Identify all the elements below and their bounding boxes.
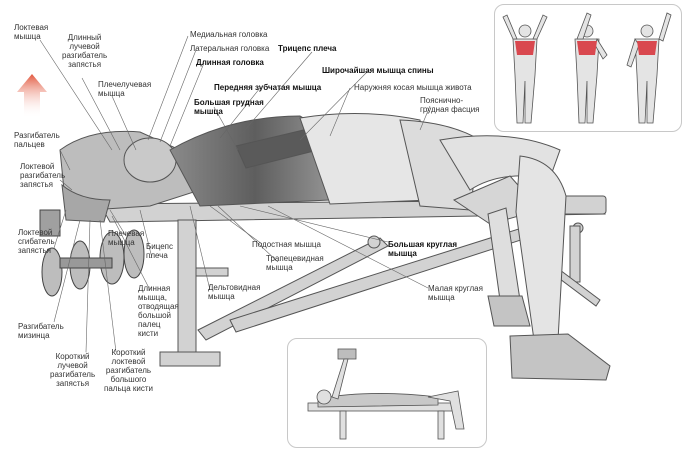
callout-lines: [39, 35, 431, 353]
label-ext-carpi-ulnaris: Локтевой разгибатель запястья: [20, 162, 66, 189]
label-flexor-carpi-ulnaris: Локтевой сгибатель запястья: [18, 228, 55, 255]
label-thoracolumbar-fascia: Пояснично- грудная фасция: [420, 96, 480, 114]
label-deltoid: Дельтовидная мышца: [208, 283, 261, 301]
label-triceps: Трицепс плеча: [278, 44, 337, 53]
label-ext-pollicis-brevis: Короткий локтевой разгибатель большого п…: [104, 348, 153, 393]
label-brachialis: Плечевая мышца: [108, 229, 145, 247]
inset-muscle-map: [494, 4, 682, 132]
label-ulnar-muscle: Локтевая мышца: [14, 23, 49, 41]
label-trapezius: Трапецевидная мышца: [266, 254, 324, 272]
label-biceps: Бицепс плеча: [146, 242, 173, 260]
exercise-small-figure: [307, 348, 465, 440]
label-infraspinatus: Подостная мышца: [252, 240, 321, 249]
highlighted-muscles: [515, 41, 657, 55]
inset-exercise-view: [287, 338, 487, 448]
dumbbell: [39, 209, 145, 297]
label-pectoralis-major: Большая грудная мышца: [194, 98, 264, 116]
muscle-map-figures: [502, 12, 672, 124]
label-external-oblique: Наружняя косая мышца живота: [354, 83, 472, 92]
label-abductor-pollicis-longus: Длинная мышца, отводящая большой палец к…: [138, 284, 179, 338]
label-brachioradialis: Плечелучевая мышца: [98, 80, 152, 98]
label-ext-carpi-radialis-longus: Длинный лучевой разгибатель запястья: [62, 33, 108, 69]
label-ext-digitorum: Разгибатель пальцев: [14, 131, 60, 149]
label-ext-digiti-minimi: Разгибатель мизинца: [18, 322, 64, 340]
label-lateral-head: Латеральная головка: [190, 44, 270, 53]
label-long-head: Длинная головка: [196, 58, 264, 67]
label-teres-minor: Малая круглая мышца: [428, 284, 483, 302]
movement-arrow-icon: [17, 74, 47, 118]
label-teres-major: Большая круглая мышца: [388, 240, 458, 258]
lifter-figure: [59, 112, 611, 381]
label-medial-head: Медиальная головка: [190, 30, 268, 39]
label-ext-carpi-radialis-brevis: Короткий лучевой разгибатель запястья: [50, 352, 96, 388]
label-latissimus: Широчайшая мышца спины: [322, 66, 434, 75]
label-serratus: Передняя зубчатая мышца: [214, 83, 322, 92]
